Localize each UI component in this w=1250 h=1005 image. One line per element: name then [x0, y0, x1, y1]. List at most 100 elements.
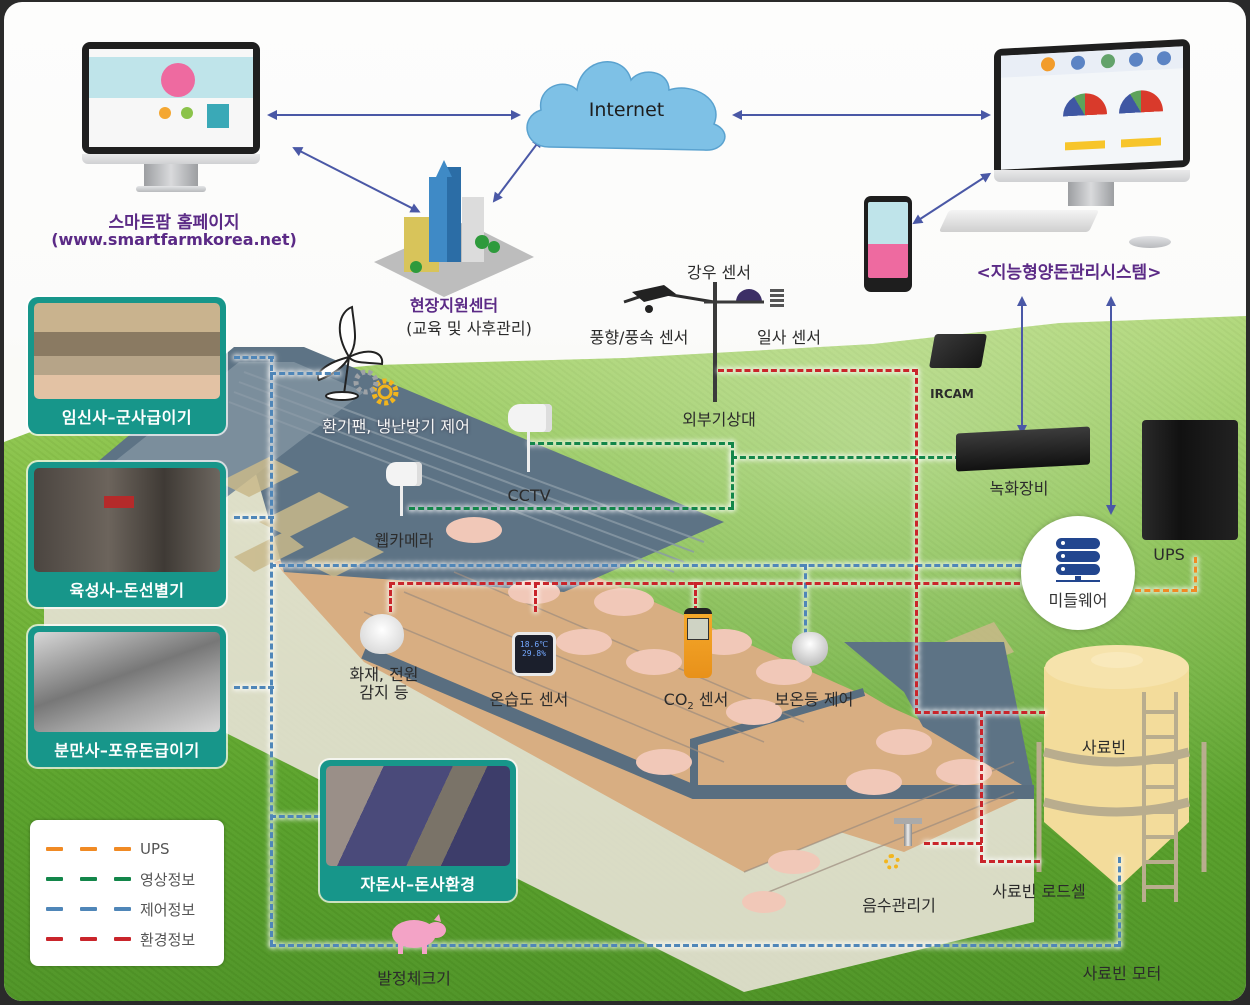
- support-center-subtitle: (교육 및 사후관리): [406, 319, 532, 338]
- legend-dash-segment: [46, 907, 63, 911]
- control-wire: [270, 356, 273, 946]
- legend-dash: [46, 847, 138, 851]
- ups-wire: [1135, 589, 1197, 592]
- management-system-title: <지능형양돈관리시스템>: [976, 263, 1162, 283]
- legend-item-environment: 환경정보: [46, 924, 208, 954]
- gauge-chart: [1119, 89, 1163, 114]
- homepage-internet-arrow: [267, 110, 521, 120]
- fire-detector-label-1: 화재, 전원: [349, 665, 419, 684]
- water-faucet-icon: [894, 818, 922, 850]
- water-manager-label: 음수관리기: [862, 896, 936, 915]
- estrus-checker-label: 발정체크기: [377, 969, 451, 988]
- middleware-label: 미들웨어: [1048, 590, 1108, 610]
- feed-bin-label: 사료빈: [1081, 738, 1127, 757]
- environment-wire: [389, 582, 392, 612]
- photo-card-caption: 분만사–포유돈급이기: [54, 741, 200, 760]
- farrowing-barn-photo: [34, 632, 220, 732]
- legend-dash: [46, 937, 138, 941]
- gear-icon: [884, 854, 900, 870]
- legend-dash-segment: [46, 877, 63, 881]
- fan-control-label: 환기팬, 냉난방기 제어: [322, 417, 470, 436]
- homepage-url[interactable]: (www.smartfarmkorea.net): [51, 230, 297, 249]
- support-center-title: 현장지원센터: [409, 296, 499, 315]
- server-icon: [1056, 536, 1100, 582]
- recorder-label: 녹화장비: [989, 479, 1049, 498]
- co2-sensor-label: CO2 센서: [663, 690, 729, 713]
- environment-wire: [534, 582, 537, 612]
- cctv-label: CCTV: [507, 486, 551, 505]
- barn-right-wing: [844, 642, 1034, 802]
- ups-device: [1142, 420, 1238, 540]
- legend-item-ups: UPS: [46, 834, 208, 864]
- wind-sensor-label: 풍향/풍속 센서: [589, 328, 689, 347]
- control-wire: [804, 564, 807, 644]
- control-wire: [270, 944, 1120, 947]
- control-wire: [270, 372, 340, 375]
- internet-label: Internet: [588, 99, 665, 121]
- legend-dash-segment: [114, 877, 131, 881]
- rain-sensor-label: 강우 센서: [687, 263, 751, 282]
- legend-dash-segment: [80, 937, 97, 941]
- grower-barn-photo: [34, 468, 220, 572]
- gear-icon: [353, 369, 399, 406]
- photo-card-gestation[interactable]: 임신사–군사급이기: [28, 297, 226, 434]
- legend-item-video: 영상정보: [46, 864, 208, 894]
- pig-icon: [392, 914, 446, 954]
- webcam-icon: [386, 462, 422, 486]
- environment-wire: [924, 842, 982, 845]
- legend-dash-segment: [114, 907, 131, 911]
- gauge-chart: [1063, 92, 1107, 117]
- photo-card-caption: 자돈사–돈사환경: [360, 875, 476, 894]
- environment-wire: [718, 369, 918, 372]
- video-wire: [409, 507, 734, 510]
- homepage-screen: [89, 49, 253, 147]
- control-wire: [234, 686, 274, 689]
- smartphone-icon: [864, 196, 912, 292]
- homepage-title: 스마트팜 홈페이지: [108, 213, 240, 233]
- webcam-label: 웹카메라: [374, 531, 434, 550]
- humidity-readout: 29.8%: [521, 649, 547, 658]
- internet-system-arrow: [732, 110, 991, 120]
- weather-station-label: 외부기상대: [682, 410, 756, 429]
- control-wire: [270, 564, 1030, 567]
- ups-label: UPS: [1153, 545, 1185, 564]
- legend-dash-segment: [46, 847, 63, 851]
- legend-dash: [46, 907, 138, 911]
- temp-humidity-sensor-icon: 18.6℃ 29.8%: [512, 632, 556, 676]
- legend-dash-segment: [46, 937, 63, 941]
- environment-wire: [389, 582, 1029, 585]
- control-wire: [234, 356, 274, 359]
- environment-wire: [694, 582, 697, 612]
- middleware-node: 미들웨어: [1021, 516, 1135, 630]
- temp-humidity-sensor-label: 온습도 센서: [489, 690, 569, 709]
- system-middleware-arrow: [1110, 298, 1112, 513]
- photo-card-grower[interactable]: 육성사–돈선별기: [28, 462, 226, 607]
- environment-wire: [980, 711, 983, 861]
- legend-item-control: 제어정보: [46, 894, 208, 924]
- legend-dash: [46, 877, 138, 881]
- feed-bin-illustration: [1036, 645, 1207, 902]
- video-wire: [731, 442, 734, 507]
- photo-card-nursery[interactable]: 자돈사–돈사환경: [320, 760, 516, 901]
- keyboard: [938, 210, 1100, 232]
- feed-bin-loadcell-label: 사료빈 로드셀: [992, 882, 1086, 901]
- cctv-camera-icon: [508, 404, 552, 432]
- photo-card-farrowing[interactable]: 분만사–포유돈급이기: [28, 626, 226, 767]
- fire-detector-icon: [360, 614, 404, 654]
- cloud-icon: [526, 61, 726, 151]
- legend-dash-segment: [114, 847, 131, 851]
- solar-sensor-label: 일사 센서: [757, 328, 821, 347]
- weather-station-illustration: [623, 282, 784, 402]
- heat-lamp-label: 보온등 제어: [774, 690, 854, 709]
- photo-card-caption: 임신사–군사급이기: [61, 408, 193, 427]
- office-buildings-illustration: [374, 160, 534, 297]
- ventilation-fan-illustration: [317, 305, 384, 401]
- video-wire: [529, 442, 734, 445]
- gestation-barn-photo: [34, 303, 220, 399]
- environment-wire: [915, 369, 918, 714]
- feed-bin-motor-label: 사료빈 모터: [1082, 964, 1162, 983]
- co2-sensor-icon: [684, 608, 712, 678]
- management-dashboard-screen: [1001, 46, 1183, 170]
- recorder-device: [956, 426, 1090, 472]
- photo-card-caption: 육성사–돈선별기: [69, 581, 185, 600]
